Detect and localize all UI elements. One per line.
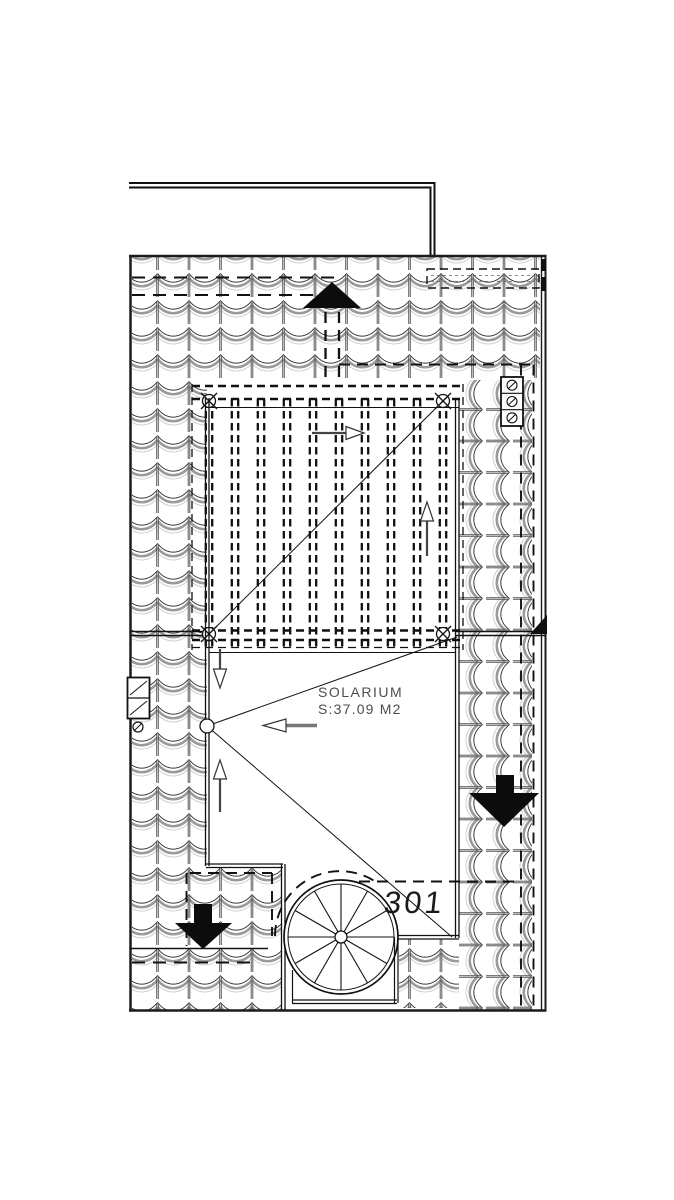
stair-newel-icon xyxy=(334,930,348,944)
roof-tile-areas xyxy=(132,257,540,1010)
slope-arrows xyxy=(212,425,435,812)
parapet-wall xyxy=(129,182,436,256)
black-arrows xyxy=(175,282,539,949)
pergola xyxy=(191,384,464,650)
slope-arrow-right-icon xyxy=(312,425,366,441)
access-arrow-down-left-icon xyxy=(175,904,232,949)
access-arrow-down-right-icon xyxy=(469,775,539,827)
tile-block-bottom-right xyxy=(399,939,459,1008)
room-name-label: SOLARIUM xyxy=(318,684,403,700)
ridge-arrowhead-icon xyxy=(530,615,547,634)
ridge-lines xyxy=(130,615,547,637)
room-area-label: S:37.09 M2 xyxy=(318,701,402,717)
spiral-staircase xyxy=(283,879,399,1005)
dashed-route xyxy=(185,312,535,1008)
pergola-beams xyxy=(204,399,448,648)
vent-stack-right xyxy=(500,376,524,427)
post-icon xyxy=(434,625,452,643)
dashed-skylight-box xyxy=(426,268,540,289)
slope-arrow-up-icon xyxy=(419,500,435,556)
tile-block-bottom-left xyxy=(207,866,282,1010)
setting-out-lines xyxy=(206,400,458,938)
post-icon xyxy=(199,718,215,734)
stair-treads xyxy=(288,884,394,990)
slope-arrow-up2-icon xyxy=(212,758,228,812)
tile-band-top xyxy=(132,257,540,380)
chimney-left xyxy=(126,676,151,733)
unit-number-label: 301 xyxy=(382,885,446,920)
boundary-tick xyxy=(541,277,546,291)
tile-strip-right xyxy=(459,380,532,1010)
slope-arrow-left-icon xyxy=(260,718,317,733)
labels: SOLARIUM S:37.09 M2 301 xyxy=(318,684,447,920)
eave-dashed-lines xyxy=(130,268,540,964)
access-arrow-up-icon xyxy=(303,282,361,308)
stair-landing xyxy=(291,937,399,1005)
pergola-posts xyxy=(200,392,452,643)
solarium-floor xyxy=(199,398,460,1010)
slope-arrow-down-icon xyxy=(212,649,228,690)
boundary-tick xyxy=(541,259,546,271)
